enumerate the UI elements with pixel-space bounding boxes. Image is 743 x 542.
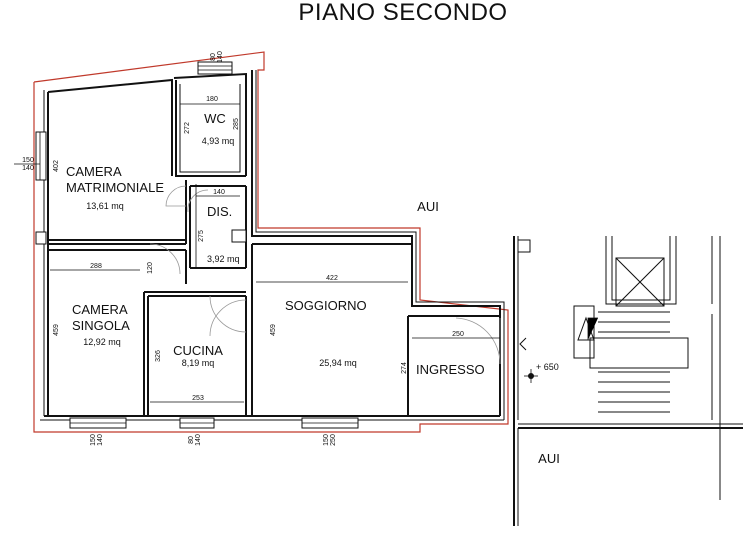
interior-walls	[48, 80, 500, 416]
dim-wc-width: 180	[206, 96, 218, 103]
aui-bottom-label: AUI	[538, 451, 560, 466]
dim-bottom-window-2-b: 140	[195, 434, 202, 446]
room-wc-area: 4,93 mq	[202, 136, 235, 146]
room-camera-singola-area: 12,92 mq	[83, 337, 121, 347]
dim-bottom-window-1-b: 140	[97, 434, 104, 446]
dim-bottom-window-1-a: 150	[90, 434, 97, 446]
room-cucina-label: CUCINA	[173, 343, 223, 358]
dim-soggiorno-width: 422	[326, 275, 338, 282]
room-dis-label: DIS.	[207, 204, 232, 219]
dim-dis-height: 275	[198, 230, 205, 242]
dimension-lines	[14, 103, 500, 403]
room-dis-area: 3,92 mq	[207, 254, 240, 264]
dim-cs-small: 120	[147, 262, 154, 274]
dim-dis-width: 140	[213, 189, 225, 196]
room-soggiorno-area: 25,94 mq	[319, 358, 357, 368]
windows	[35, 61, 359, 429]
room-camera-singola-label-2: SINGOLA	[72, 318, 130, 333]
dim-top-window-a: 80	[210, 53, 217, 61]
plan-title: PIANO SECONDO	[298, 0, 507, 26]
room-camera-matrimoniale-label-2: MATRIMONIALE	[66, 180, 164, 195]
room-soggiorno-label: SOGGIORNO	[285, 298, 367, 313]
room-cucina-area: 8,19 mq	[182, 358, 215, 368]
door-swings	[149, 185, 501, 365]
dim-bottom-window-3-a: 150	[323, 434, 330, 446]
room-camera-matrimoniale-area: 13,61 mq	[86, 201, 124, 211]
room-wc-label: WC	[204, 111, 226, 126]
aui-top-label: AUI	[417, 199, 439, 214]
dim-wc-height-left: 272	[184, 122, 191, 134]
dim-cm-height: 402	[53, 160, 60, 172]
dim-ingresso-width: 250	[452, 331, 464, 338]
dim-ingresso-height: 274	[401, 362, 408, 374]
dim-cs-width: 288	[90, 263, 102, 270]
dim-bottom-window-3-b: 250	[330, 434, 337, 446]
dim-left-window-a: 150	[22, 157, 34, 164]
dim-top-window-b: 140	[217, 51, 224, 63]
room-camera-singola-label-1: CAMERA	[72, 302, 128, 317]
dim-soggiorno-height: 459	[270, 324, 277, 336]
dim-bottom-window-2-a: 80	[188, 436, 195, 444]
room-camera-matrimoniale-label-1: CAMERA	[66, 164, 122, 179]
dim-left-window-b: 140	[22, 165, 34, 172]
apartment-boundary	[33, 51, 509, 433]
stair-core	[513, 236, 743, 526]
elevation-label: + 650	[536, 362, 559, 372]
room-ingresso-label: INGRESSO	[416, 362, 485, 377]
dim-cucina-height: 326	[155, 350, 162, 362]
dim-wc-height-right: 285	[233, 118, 240, 130]
dim-cs-height: 459	[53, 324, 60, 336]
elevation-marker	[524, 369, 538, 383]
dim-cucina-width: 253	[192, 395, 204, 402]
